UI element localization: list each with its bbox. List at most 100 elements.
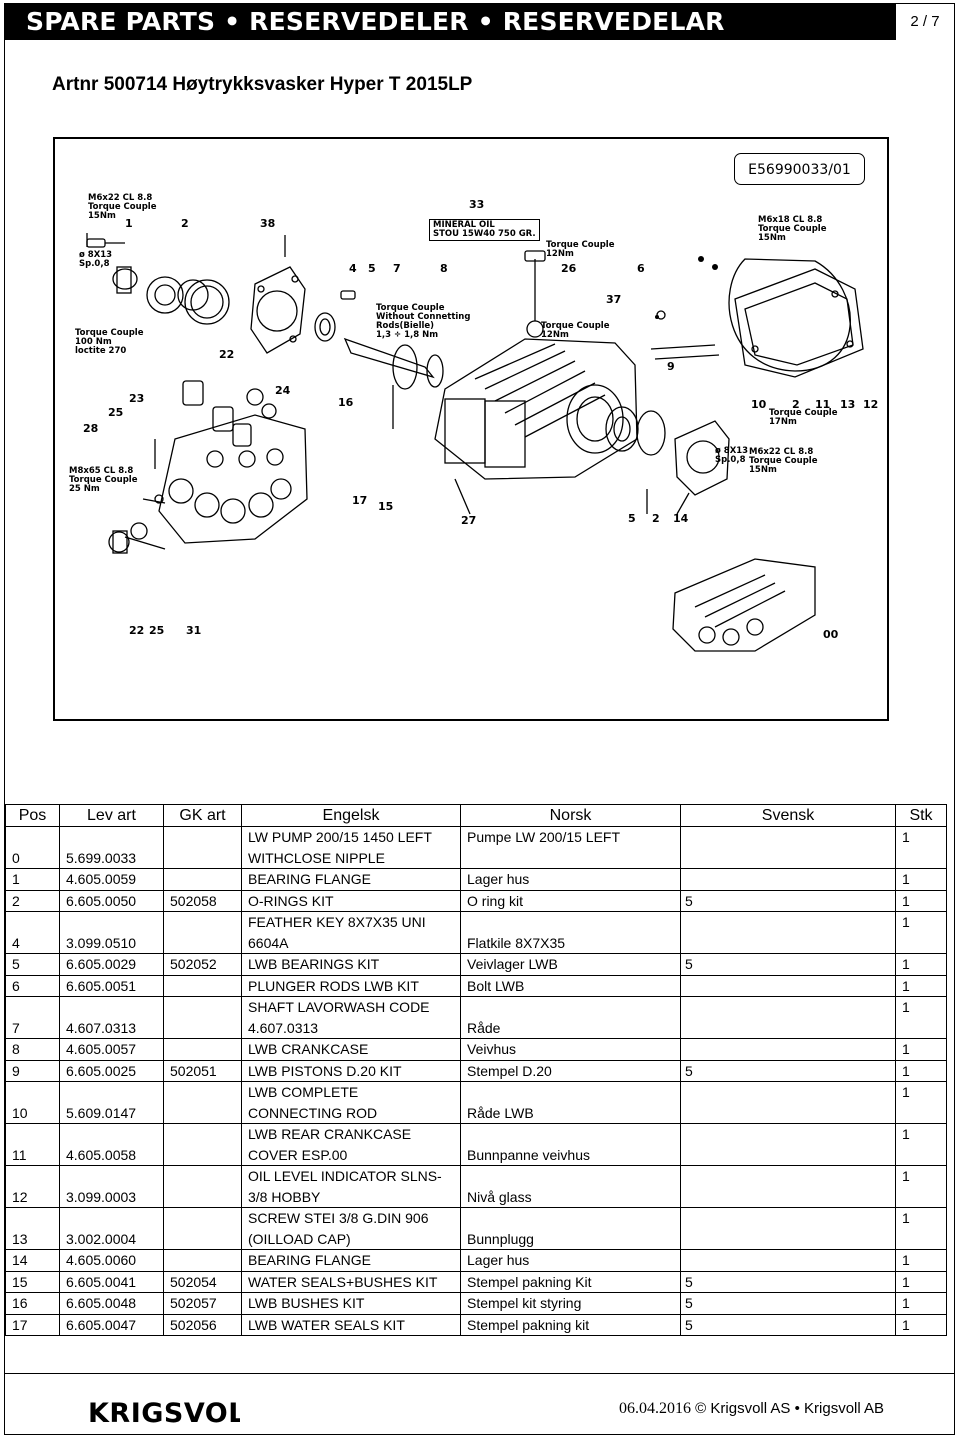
table-cell-no: Bolt LWB <box>460 974 681 997</box>
table-cell-sv <box>680 1207 896 1250</box>
table-cell-sv <box>680 1165 896 1208</box>
table-cell-pos: 0 <box>5 826 60 869</box>
table-cell-lev: 6.605.0051 <box>59 974 164 997</box>
table-cell-sv <box>680 868 896 891</box>
table-cell-sv <box>680 974 896 997</box>
table-cell-lev: 6.605.0029 <box>59 953 164 976</box>
part-number-12: 12 <box>863 398 879 411</box>
table-cell-pos: 16 <box>5 1292 60 1315</box>
table-cell-stk: 1 <box>895 1292 947 1315</box>
footer-divider <box>4 1373 955 1374</box>
table-cell-lev: 4.605.0059 <box>59 868 164 891</box>
table-cell-lev: 6.605.0050 <box>59 889 164 912</box>
table-cell-stk: 1 <box>895 1270 947 1293</box>
table-cell-gk <box>163 1249 242 1272</box>
torque-label-12nm-top: Torque Couple 12Nm <box>546 240 615 259</box>
table-cell-lev: 4.607.0313 <box>59 996 164 1039</box>
table-cell-en: WATER SEALS+BUSHES KIT <box>241 1270 461 1293</box>
part-number-23: 23 <box>129 392 145 405</box>
part-number-7: 7 <box>393 262 401 275</box>
part-number-25: 25 <box>108 406 124 419</box>
table-cell-gk <box>163 1165 242 1208</box>
table-cell-lev: 4.605.0060 <box>59 1249 164 1272</box>
part-number-28: 28 <box>83 422 99 435</box>
copyright-icon: © <box>695 1400 707 1417</box>
footer-date: 06.04.2016 <box>619 1400 691 1417</box>
table-cell-en: BEARING FLANGE <box>241 868 461 891</box>
table-cell-pos: 2 <box>5 889 60 912</box>
part-number-9: 9 <box>667 360 675 373</box>
table-cell-gk <box>163 911 242 954</box>
table-cell-en: LWB WATER SEALS KIT <box>241 1313 461 1336</box>
torque-label-m6x18: M6x18 CL 8.8 Torque Couple 15Nm <box>758 215 827 243</box>
table-cell-en: OIL LEVEL INDICATOR SLNS-3/8 HOBBY <box>241 1165 461 1208</box>
table-cell-no: Lager hus <box>460 1249 681 1272</box>
table-cell-no: Flatkile 8X7X35 <box>460 911 681 954</box>
part-number-00: 00 <box>823 628 839 641</box>
table-cell-pos: 13 <box>5 1207 60 1250</box>
table-cell-pos: 8 <box>5 1038 60 1061</box>
washer-label: ø 8X13 Sp.0,8 <box>79 250 113 269</box>
part-number-26: 26 <box>561 262 577 275</box>
footer-company: Krigsvoll AS • Krigsvoll AB <box>710 1400 885 1417</box>
table-cell-sv: 5 <box>680 1292 896 1315</box>
column-header-pos: Pos <box>5 804 60 827</box>
table-cell-no: Nivå glass <box>460 1165 681 1208</box>
table-cell-gk: 502056 <box>163 1313 242 1336</box>
part-number-2: 2 <box>181 217 189 230</box>
table-cell-en: SHAFT LAVORWASH CODE 4.607.0313 <box>241 996 461 1039</box>
table-cell-pos: 14 <box>5 1249 60 1272</box>
table-cell-gk: 502051 <box>163 1059 242 1082</box>
table-cell-no: Råde <box>460 996 681 1039</box>
column-header-norsk: Norsk <box>460 804 681 827</box>
table-cell-en: LWB COMPLETE CONNECTING ROD <box>241 1081 461 1124</box>
table-cell-gk: 502057 <box>163 1292 242 1315</box>
table-cell-lev: 6.605.0048 <box>59 1292 164 1315</box>
torque-label-100nm: Torque Couple 100 Nm loctite 270 <box>75 328 144 356</box>
table-cell-sv <box>680 1249 896 1272</box>
table-cell-gk <box>163 974 242 997</box>
table-cell-no: Pumpe LW 200/15 LEFT <box>460 826 681 869</box>
table-cell-gk <box>163 996 242 1039</box>
part-number-31: 31 <box>186 624 202 637</box>
table-cell-lev: 6.605.0047 <box>59 1313 164 1336</box>
table-cell-no: Råde LWB <box>460 1081 681 1124</box>
table-cell-lev: 6.605.0025 <box>59 1059 164 1082</box>
table-cell-pos: 5 <box>5 953 60 976</box>
table-cell-no: Stempel pakning Kit <box>460 1270 681 1293</box>
table-cell-lev: 3.099.0003 <box>59 1165 164 1208</box>
part-number-14: 14 <box>673 512 689 525</box>
table-cell-stk: 1 <box>895 996 947 1039</box>
table-cell-stk: 1 <box>895 1165 947 1208</box>
table-cell-gk: 502058 <box>163 889 242 912</box>
table-cell-en: LWB PISTONS D.20 KIT <box>241 1059 461 1082</box>
table-cell-sv: 5 <box>680 889 896 912</box>
svg-text:KRIGSVOLL: KRIGSVOLL <box>88 1398 240 1428</box>
table-cell-no: Veivlager LWB <box>460 953 681 976</box>
table-cell-pos: 12 <box>5 1165 60 1208</box>
torque-label-m8x65: M8x65 CL 8.8 Torque Couple 25 Nm <box>69 466 138 494</box>
part-number-10: 10 <box>751 398 767 411</box>
table-cell-gk: 502054 <box>163 1270 242 1293</box>
table-cell-stk: 1 <box>895 953 947 976</box>
washer-label-right: ø 8X13 Sp.0,8 <box>715 446 749 465</box>
table-cell-sv <box>680 911 896 954</box>
table-cell-no: Stempel pakning kit <box>460 1313 681 1336</box>
page-number: 2 / 7 <box>910 13 940 30</box>
table-cell-lev: 4.605.0057 <box>59 1038 164 1061</box>
table-cell-stk: 1 <box>895 1059 947 1082</box>
table-cell-en: PLUNGER RODS LWB KIT <box>241 974 461 997</box>
table-cell-no: Bunnpanne veivhus <box>460 1123 681 1166</box>
table-cell-pos: 15 <box>5 1270 60 1293</box>
table-cell-en: FEATHER KEY 8X7X35 UNI 6604A <box>241 911 461 954</box>
krigsvoll-logo: KRIGSVOLL <box>88 1394 263 1433</box>
column-header-lev-art: Lev art <box>59 804 164 827</box>
table-cell-sv <box>680 826 896 869</box>
